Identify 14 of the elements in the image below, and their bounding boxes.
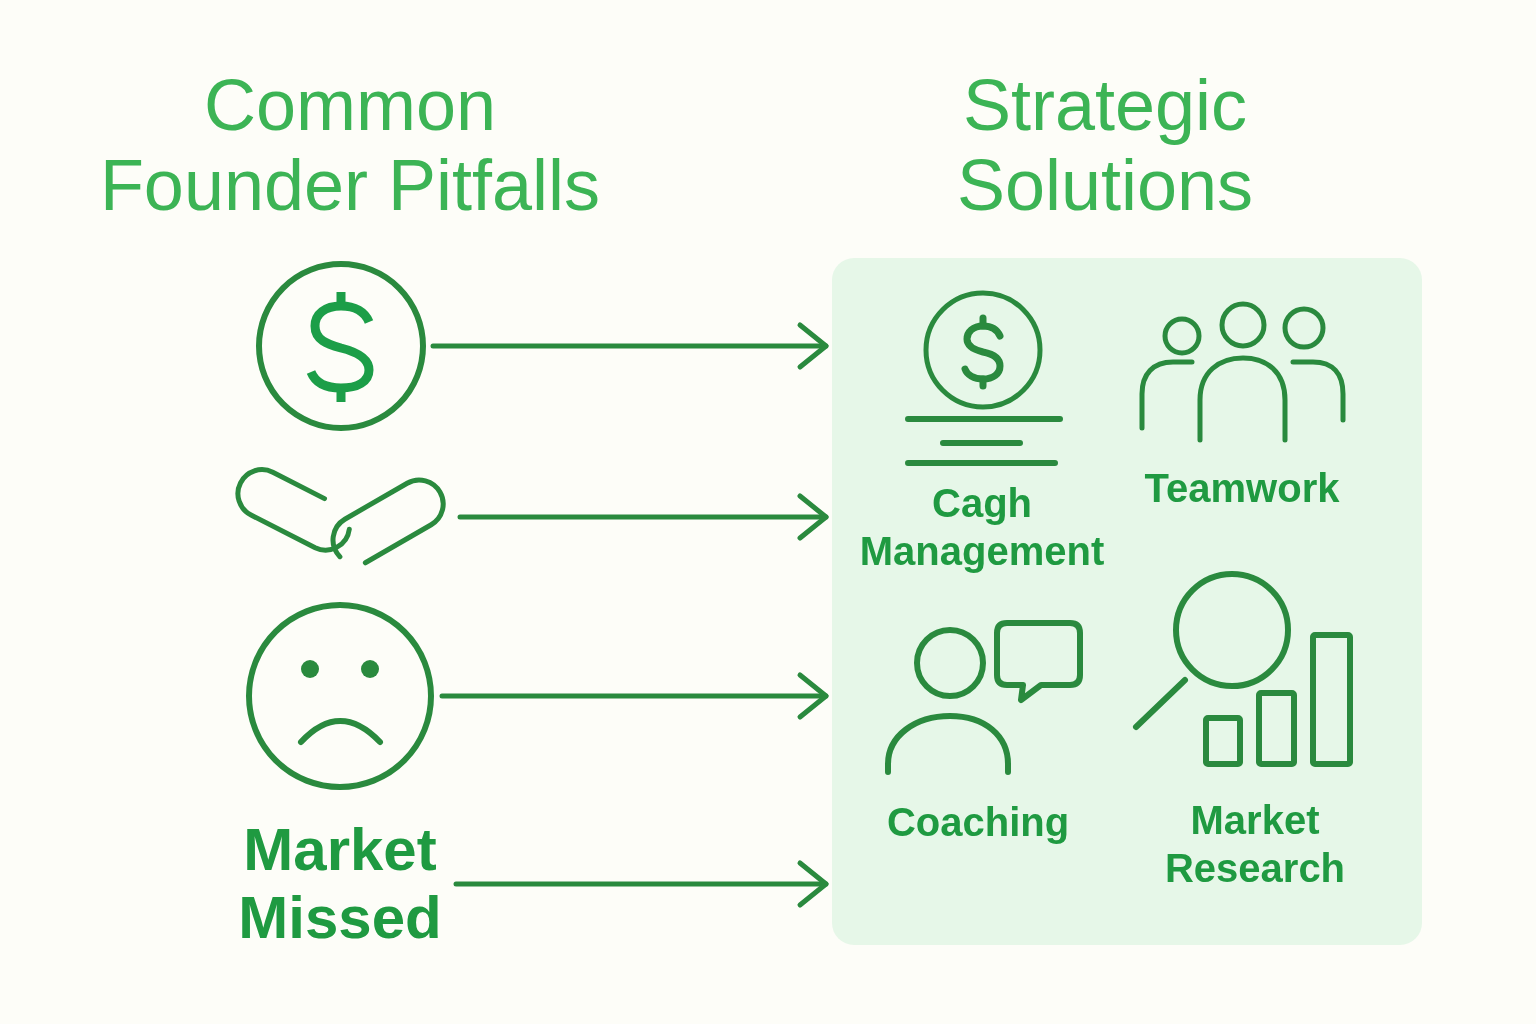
solution-label: Teamwork <box>1144 465 1340 512</box>
arrow <box>439 672 829 720</box>
dollar-circle-icon <box>255 260 427 432</box>
rounded-panel <box>832 258 1422 945</box>
arrow <box>453 860 829 908</box>
solution-label: Coaching <box>886 799 1070 846</box>
sad-face-icon <box>244 600 436 792</box>
pitfall-label: Market Missed <box>230 816 450 952</box>
arrow <box>430 322 829 370</box>
solution-label: Cagh Management <box>859 480 1105 575</box>
section-heading: Common Founder Pitfalls <box>98 65 602 225</box>
section-heading: Strategic Solutions <box>955 65 1255 225</box>
solution-label: Market Research <box>1164 797 1346 892</box>
arrow <box>457 493 829 541</box>
